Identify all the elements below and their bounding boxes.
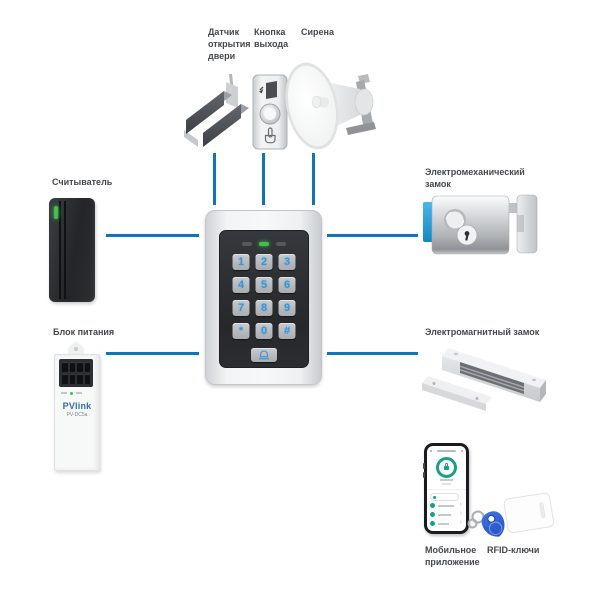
connector-power-supply — [106, 352, 199, 355]
siren-label: Сирена — [301, 27, 334, 37]
keypad-key-0: 0 — [255, 323, 273, 339]
psu-power-led — [70, 391, 73, 395]
doorbell-icon — [259, 350, 269, 360]
phone-volume-button — [423, 463, 425, 469]
reader-stripe — [59, 201, 61, 299]
keypad-led-left — [242, 242, 252, 246]
rfid-fob — [481, 511, 505, 537]
phone-screen: › › › — [427, 446, 466, 531]
armature-plate — [422, 376, 492, 411]
keypad-key-hash: # — [278, 323, 296, 339]
keypad-key-1: 1 — [232, 254, 250, 270]
electromechanical-lock-label: Электромеханический замок — [425, 167, 525, 189]
app-status-text — [440, 479, 453, 481]
power-supply-label: Блок питания — [53, 327, 115, 337]
phone-power-button — [423, 472, 425, 478]
lock-latch — [509, 203, 517, 213]
press-hand-icon — [264, 127, 276, 144]
electromechanical-lock-illustration — [423, 194, 538, 255]
key-cylinder — [456, 224, 478, 246]
menu-icon — [461, 450, 463, 452]
keypad-led-green — [259, 242, 269, 246]
rfid-card — [503, 492, 554, 534]
connector-door-sensor — [213, 153, 216, 205]
reader-illustration — [49, 198, 95, 302]
keypad-key-star: * — [232, 323, 250, 339]
electromagnetic-lock-label: Электромагнитный замок — [425, 327, 540, 337]
open-door-icon — [259, 81, 277, 99]
psu-mount-hole — [74, 347, 78, 351]
reader-stripe — [64, 201, 66, 299]
keypad-key-3: 3 — [278, 254, 296, 270]
app-substatus-text — [442, 483, 451, 485]
reader-led — [54, 206, 58, 219]
siren-illustration — [285, 62, 376, 150]
keypad-key-5: 5 — [255, 277, 273, 293]
psu-body: PVlink PV-DC5a — [54, 354, 100, 471]
keypad-key-9: 9 — [278, 300, 296, 316]
app-lock-ring — [436, 457, 457, 478]
door-sensor-label: Датчик открытия двери — [208, 27, 251, 61]
keypad-led-right — [276, 242, 286, 246]
connector-siren — [312, 153, 315, 205]
keypad-led-row — [220, 242, 308, 246]
psu-indicator-row — [61, 391, 91, 395]
keypad-key-grid: 1 2 3 4 5 6 7 8 9 * 0 # — [232, 254, 296, 339]
keypad-key-6: 6 — [278, 277, 296, 293]
rfid-keys-illustration — [467, 492, 554, 537]
connector-exit-button — [262, 153, 265, 205]
mobile-app-label: Мобильное приложение — [425, 545, 480, 567]
reader-label: Считыватель — [52, 177, 113, 187]
exit-button-illustration — [252, 74, 288, 150]
connector-reader — [106, 234, 199, 237]
app-title-bar — [437, 450, 456, 452]
lock-icon — [444, 462, 449, 470]
app-search-field — [430, 493, 459, 501]
app-list-item: › — [430, 501, 463, 509]
psu-brand: PVlink — [62, 401, 92, 411]
app-divider — [427, 489, 466, 490]
psu-terminal-block — [59, 359, 93, 387]
keypad-key-2: 2 — [255, 254, 273, 270]
keyring-icon — [467, 510, 485, 529]
electromagnetic-lock-illustration — [422, 348, 546, 411]
magnet-bar — [442, 348, 546, 402]
power-supply-illustration: PVlink PV-DC5a — [52, 341, 100, 471]
connector-electromechanical-lock — [327, 234, 418, 237]
keypad-key-8: 8 — [255, 300, 273, 316]
app-list-item: › — [430, 510, 463, 518]
keypad-key-4: 4 — [232, 277, 250, 293]
connector-electromagnetic-lock — [327, 352, 418, 355]
keypad-key-7: 7 — [232, 300, 250, 316]
keypad-panel: 1 2 3 4 5 6 7 8 9 * 0 # — [219, 230, 309, 368]
mobile-app-illustration: › › › — [423, 443, 469, 534]
keypad-illustration: 1 2 3 4 5 6 7 8 9 * 0 # — [205, 210, 322, 385]
back-icon — [430, 450, 432, 452]
psu-model: PV-DC5a — [66, 412, 88, 418]
rfid-keys-label: RFID-ключи — [487, 545, 540, 555]
app-list-item: › — [430, 519, 463, 527]
door-sensor-illustration — [184, 74, 249, 147]
search-icon — [433, 495, 436, 499]
exit-button-label: Кнопка выхода — [254, 27, 289, 49]
doorbell-button — [251, 348, 277, 362]
